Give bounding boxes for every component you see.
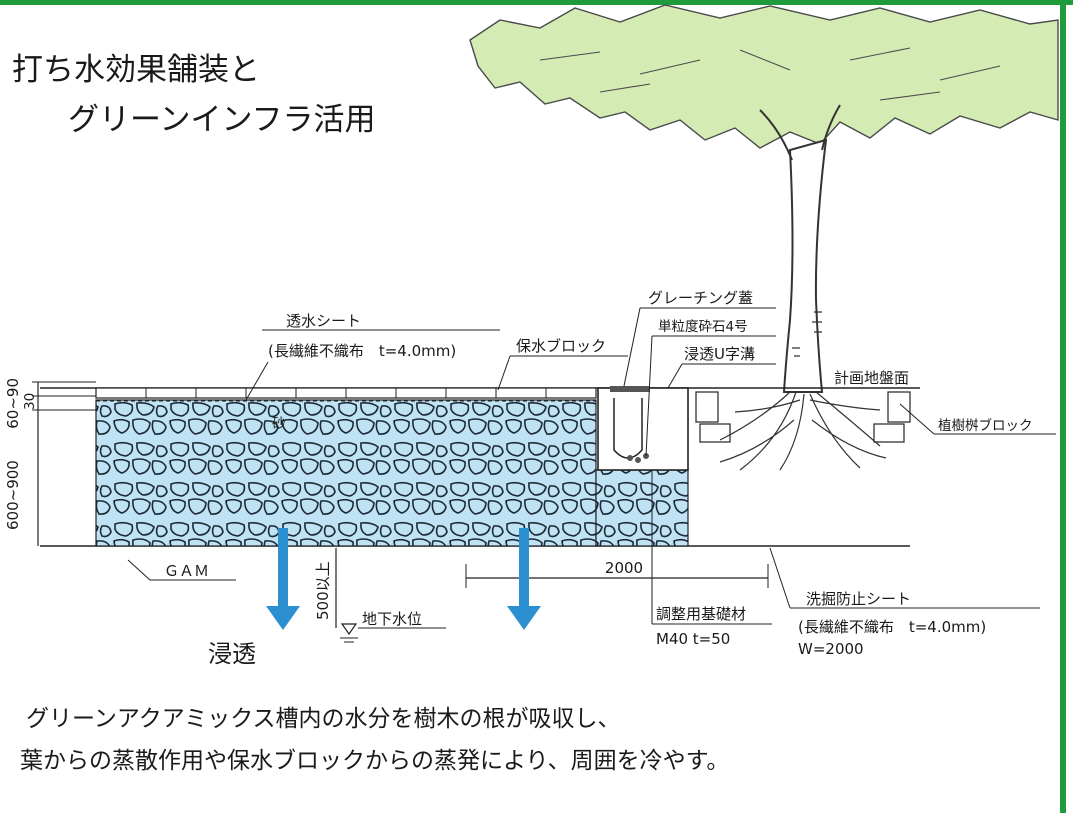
permeable-sheet-label: 透水シート [286, 312, 361, 330]
scour-sheet-leader [769, 547, 791, 609]
title-line-1: 打ち水効果舗装と [12, 52, 260, 88]
sand-label: 砂 [272, 416, 286, 432]
frame-top-border [0, 0, 1073, 5]
infiltration-label: 浸透 [208, 640, 256, 668]
dim-2000-line [465, 564, 769, 588]
dim-500-label: 500以上 [314, 561, 332, 620]
block-leader [497, 355, 511, 391]
grating-cover-label: グレーチング蓋 [648, 289, 753, 307]
dim-60-90: 60~90 [4, 378, 22, 429]
paving-block-layer [95, 387, 597, 399]
dim-30: 30 [22, 393, 38, 410]
scour-sheet-width: W=2000 [798, 640, 864, 658]
infiltration-u-gutter [597, 386, 689, 471]
water-retaining-block-label: 保水ブロック [516, 337, 606, 355]
frame-right-border [1060, 0, 1066, 813]
adjust-base-label: 調整用基礎材 [656, 605, 746, 623]
tree-pit-block-label: 植樹桝ブロック [938, 417, 1033, 434]
planned-ground-label: 計画地盤面 [834, 369, 909, 387]
groundwater-symbol [340, 623, 446, 643]
permeable-sheet-leader [245, 361, 269, 401]
tree-trunk [759, 104, 841, 393]
single-grain-stone-label: 単粒度砕石4号 [658, 319, 748, 335]
gam-aggregate-layer [95, 399, 597, 547]
gam-under-gutter [595, 469, 689, 547]
tree-pit [695, 391, 911, 471]
tree-foliage [469, 4, 1059, 149]
groundwater-label: 地下水位 [362, 610, 422, 628]
u-gutter-label: 浸透U字溝 [684, 345, 755, 363]
gam-leader [127, 559, 236, 581]
grating-cover-shape [610, 386, 650, 392]
permeable-sheet-spec: (長繊維不織布 t=4.0mm) [268, 342, 456, 360]
adjust-base-spec: M40 t=50 [656, 630, 730, 648]
scour-sheet-spec: (長繊維不織布 t=4.0mm) [798, 618, 986, 636]
infiltration-arrows [266, 528, 541, 630]
left-dimensions [32, 381, 96, 546]
dim-2000-label: 2000 [605, 559, 643, 577]
caption-line-2: 葉からの蒸散作用や保水ブロックからの蒸発により、周囲を冷やす。 [20, 748, 729, 774]
dim-600-900: 600~900 [4, 460, 22, 530]
gam-label: ＧＡＭ [164, 562, 209, 580]
gutter-leaders [623, 307, 776, 457]
caption-line-1: グリーンアクアミックス槽内の水分を樹木の根が吸収し、 [26, 706, 621, 732]
scour-sheet-label: 洗掘防止シート [806, 590, 911, 608]
title-line-2: グリーンインフラ活用 [68, 102, 376, 138]
tree-pit-leader [899, 403, 935, 435]
